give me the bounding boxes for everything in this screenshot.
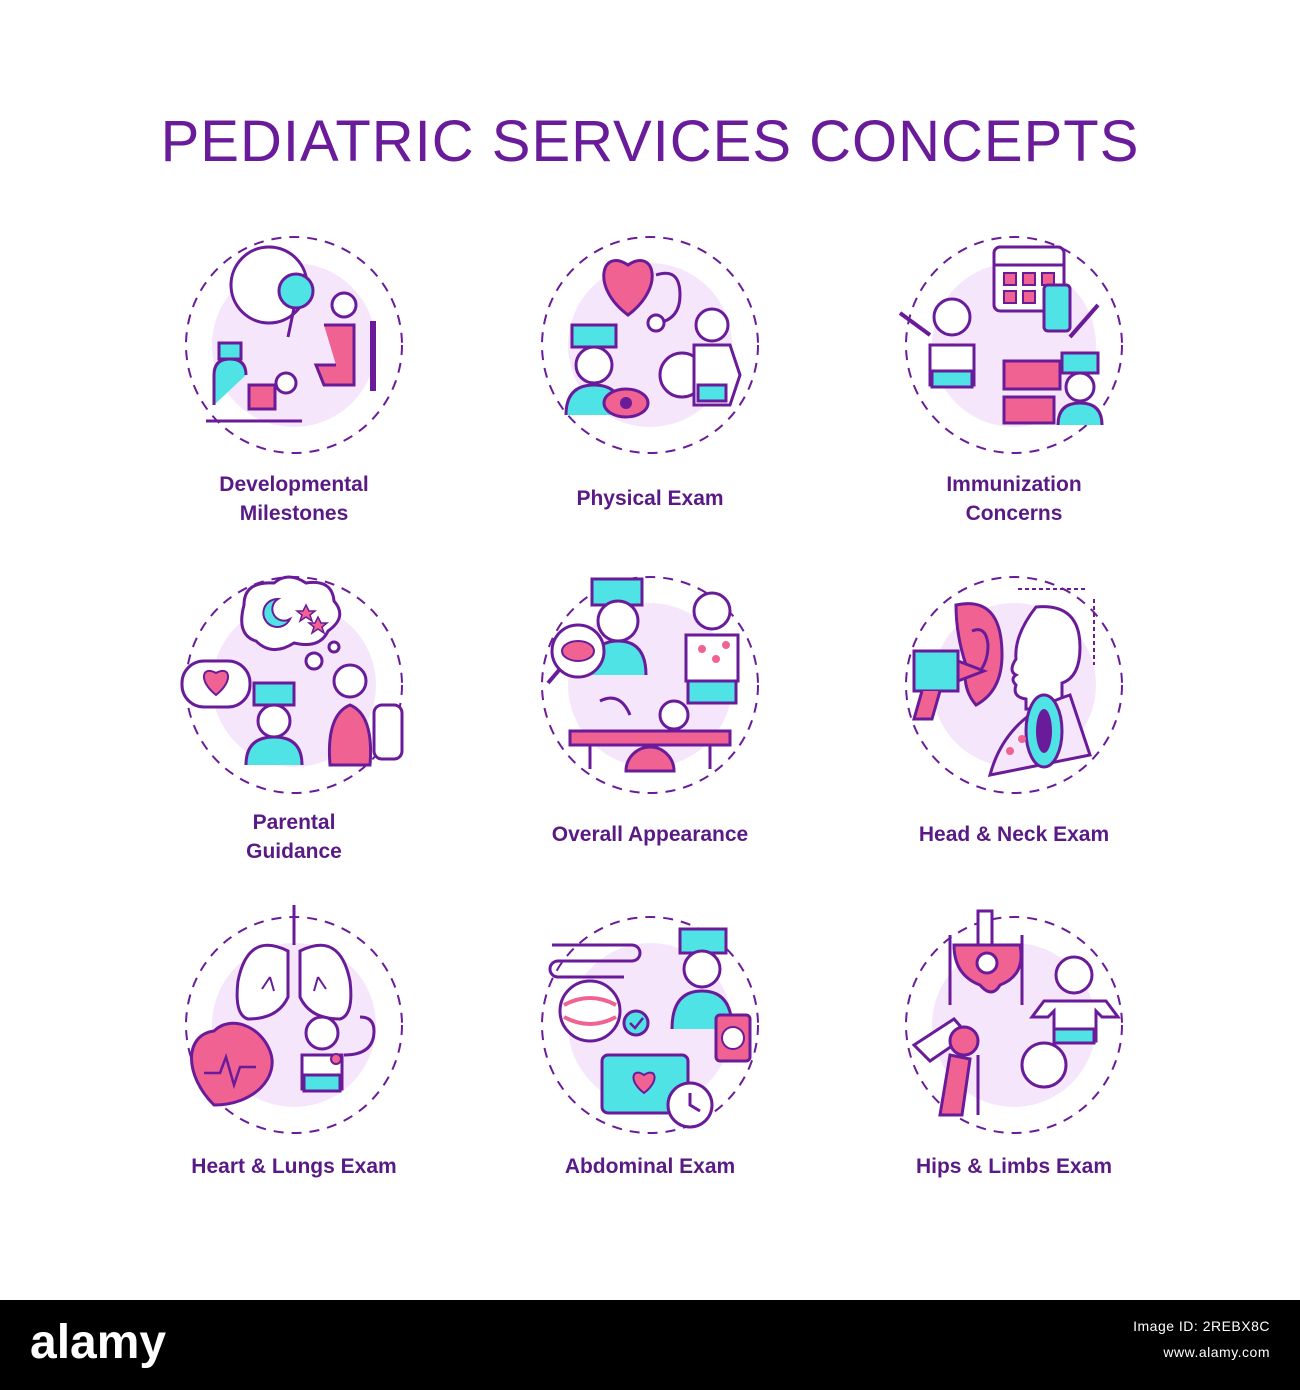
page-title: PEDIATRIC SERVICES CONCEPTS xyxy=(160,109,1140,174)
physical-exam-icon xyxy=(541,236,759,454)
brand-logo: alamy xyxy=(30,1316,166,1369)
hips-limbs-exam-icon xyxy=(905,909,1123,1134)
concept-label-line1: Abdominal Exam xyxy=(564,1155,736,1178)
concept-label-line2: Milestones xyxy=(239,502,349,525)
parental-guidance-icon xyxy=(180,575,404,794)
immunization-concerns-icon xyxy=(898,236,1123,454)
concept-label-line1: Hips & Limbs Exam xyxy=(915,1155,1113,1178)
concept-label-line1: Overall Appearance xyxy=(551,823,749,846)
image-id: Image ID: 2REBX8C xyxy=(1133,1318,1270,1334)
overall-appearance-icon xyxy=(541,576,759,794)
concept-label-line1: Head & Neck Exam xyxy=(918,823,1110,846)
developmental-milestones-icon xyxy=(185,236,403,454)
footer-bar: alamy Image ID: 2REBX8C www.alamy.com xyxy=(0,1300,1300,1390)
concept-label-line1: Heart & Lungs Exam xyxy=(191,1155,397,1178)
site-url: www.alamy.com xyxy=(1163,1344,1270,1360)
concept-label-line2: Guidance xyxy=(246,840,342,863)
concept-label-line1: Physical Exam xyxy=(576,487,724,510)
concept-label-line1: Developmental xyxy=(219,473,369,496)
concept-label-line1: Parental xyxy=(252,811,336,834)
abdominal-exam-icon xyxy=(541,916,759,1134)
svg-text:alamy: alamy xyxy=(30,1316,166,1369)
head-neck-exam-icon xyxy=(905,576,1123,794)
heart-lungs-exam-icon xyxy=(185,905,403,1134)
concept-label-line2: Concerns xyxy=(965,502,1063,525)
concept-label-line1: Immunization xyxy=(946,473,1082,496)
